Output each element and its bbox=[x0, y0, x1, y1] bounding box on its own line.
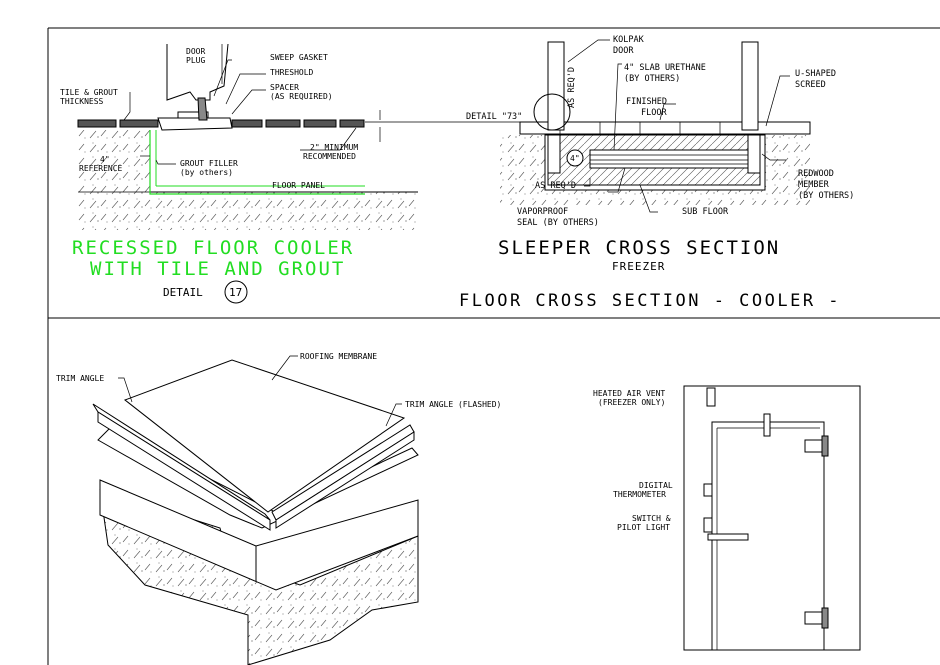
finished-floor-tiles bbox=[519, 121, 811, 135]
label-grout-filler-1: GROUT FILLER bbox=[180, 159, 238, 168]
roof-surface bbox=[123, 359, 406, 513]
label-slab-2: (BY OTHERS) bbox=[624, 74, 680, 84]
recessed-floor-detail: DOOR PLUG SWEEP GASKET THRESHOLD SPACER … bbox=[60, 43, 540, 304]
label-kolpak-1: KOLPAK bbox=[613, 35, 645, 45]
label-sweep-gasket: SWEEP GASKET bbox=[270, 53, 328, 62]
label-door-plug-2: PLUG bbox=[186, 56, 205, 65]
left-redwood bbox=[547, 134, 561, 174]
label-detail-ref: DETAIL "73" bbox=[466, 112, 522, 122]
label-heated-vent-1: HEATED AIR VENT bbox=[593, 389, 665, 398]
label-digital-2: THERMOMETER bbox=[613, 490, 666, 499]
label-slab-1: 4" SLAB URETHANE bbox=[624, 63, 706, 73]
label-trim-angle-flashed: TRIM ANGLE (FLASHED) bbox=[405, 400, 501, 409]
slab-urethane bbox=[589, 149, 751, 169]
sleeper-subtitle: FREEZER bbox=[612, 260, 665, 273]
label-redwood-3: (BY OTHERS) bbox=[798, 191, 854, 201]
label-finished-2: FLOOR bbox=[641, 108, 667, 118]
recess-concrete bbox=[78, 130, 150, 192]
label-min-2: RECOMMENDED bbox=[303, 152, 356, 161]
label-redwood-1: REDWOOD bbox=[798, 169, 834, 179]
label-door-plug-1: DOOR bbox=[186, 47, 205, 56]
label-spacer-1: SPACER bbox=[270, 83, 299, 92]
sleeper-title: SLEEPER CROSS SECTION bbox=[498, 237, 780, 259]
switch-pilot-light bbox=[703, 517, 713, 533]
sleeper-section: KOLPAK DOOR AS REQ'D 4" SLAB URETHANE (B… bbox=[498, 35, 854, 273]
floor-panel-edge bbox=[149, 130, 365, 195]
label-switch-2: PILOT LIGHT bbox=[617, 523, 670, 532]
tile-row bbox=[77, 119, 365, 128]
door-post-left bbox=[547, 41, 565, 131]
detail-bubble bbox=[224, 280, 248, 304]
threshold bbox=[157, 117, 233, 131]
detail-number: 17 bbox=[229, 286, 242, 299]
label-u-shaped-2: SCREED bbox=[795, 80, 826, 90]
label-four-inch: 4" bbox=[570, 154, 580, 163]
label-redwood-2: MEMBER bbox=[798, 180, 830, 190]
label-reference-2: REFERENCE bbox=[79, 164, 123, 173]
detail-callout-circle bbox=[533, 93, 571, 131]
label-finished-1: FINISHED bbox=[626, 97, 667, 107]
label-switch-1: SWITCH & bbox=[632, 514, 671, 523]
door-post-right bbox=[741, 41, 759, 131]
subfloor-concrete bbox=[78, 192, 418, 230]
label-trim-angle: TRIM ANGLE bbox=[56, 374, 104, 383]
label-reference-1: 4" bbox=[100, 155, 110, 164]
heated-vent bbox=[706, 387, 716, 407]
label-tile-grout-1: TILE & GROUT bbox=[60, 88, 118, 97]
label-floor-panel: FLOOR PANEL bbox=[272, 181, 325, 190]
door-handle bbox=[707, 533, 749, 541]
sweep-gasket bbox=[197, 97, 208, 121]
floor-section-title: FLOOR CROSS SECTION - COOLER - bbox=[459, 291, 841, 311]
recessed-title-2: WITH TILE AND GROUT bbox=[90, 258, 345, 280]
label-as-reqd: AS REQ'D bbox=[535, 181, 576, 191]
recessed-title-1: RECESSED FLOOR COOLER bbox=[72, 237, 354, 259]
label-as-reqd-vertical: AS REQ'D bbox=[567, 67, 577, 108]
label-vapor-2: SEAL (BY OTHERS) bbox=[517, 218, 599, 228]
label-sub-floor: SUB FLOOR bbox=[682, 207, 729, 217]
digital-thermometer bbox=[703, 483, 713, 497]
door-latch bbox=[763, 413, 771, 437]
label-u-shaped-1: U-SHAPED bbox=[795, 69, 836, 79]
roof-detail: ROOFING MEMBRANE TRIM ANGLE TRIM ANGLE (… bbox=[56, 352, 501, 665]
label-threshold: THRESHOLD bbox=[270, 68, 314, 77]
label-min-1: 2" MINIMUM bbox=[310, 143, 358, 152]
label-grout-filler-2: (by others) bbox=[180, 168, 233, 177]
label-digital-1: DIGITAL bbox=[639, 481, 673, 490]
label-kolpak-2: DOOR bbox=[613, 46, 634, 56]
label-spacer-2: (AS REQUIRED) bbox=[270, 92, 333, 101]
sheet-frame bbox=[47, 27, 940, 665]
label-tile-grout-2: THICKNESS bbox=[60, 97, 104, 106]
right-redwood bbox=[747, 134, 761, 174]
detail-word: DETAIL bbox=[163, 286, 203, 299]
door-elevation: HEATED AIR VENT (FREEZER ONLY) DIGITAL T… bbox=[593, 385, 861, 651]
label-vapor-1: VAPORPROOF bbox=[517, 207, 568, 217]
label-roofing-membrane: ROOFING MEMBRANE bbox=[300, 352, 377, 361]
label-heated-vent-2: (FREEZER ONLY) bbox=[598, 398, 665, 407]
